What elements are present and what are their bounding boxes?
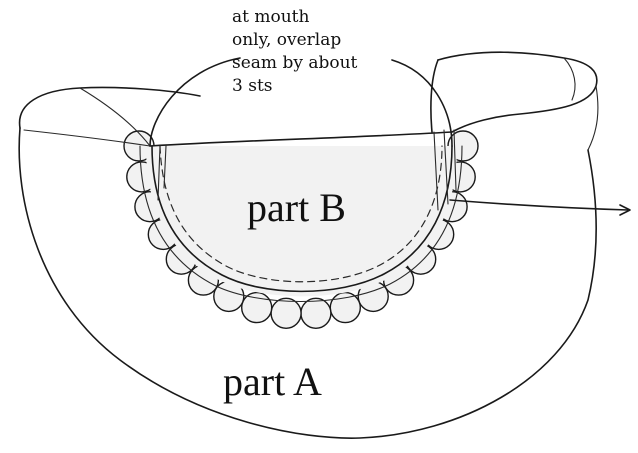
annotation-line-4: 3 sts	[232, 75, 392, 98]
scallop-bump	[271, 298, 301, 328]
annotation-line-1: at mouth	[232, 6, 392, 29]
part-a-label: part A	[223, 358, 322, 406]
part-b-label: part B	[247, 184, 346, 232]
scallop-bump	[330, 293, 360, 323]
part-a-right-brim-inner	[564, 58, 575, 100]
part-a-right-brim-top	[438, 52, 597, 132]
scallop-bump	[301, 298, 331, 328]
annotation-line-2: only, overlap	[232, 29, 392, 52]
seam-annotation: at mouth only, overlap seam by about 3 s…	[232, 6, 392, 98]
annotation-line-3: seam by about	[232, 52, 392, 75]
part-a-top-rim	[150, 132, 452, 146]
pointer-line	[450, 200, 628, 210]
scallop-bump	[242, 293, 272, 323]
part-a-right-brim	[431, 60, 438, 132]
